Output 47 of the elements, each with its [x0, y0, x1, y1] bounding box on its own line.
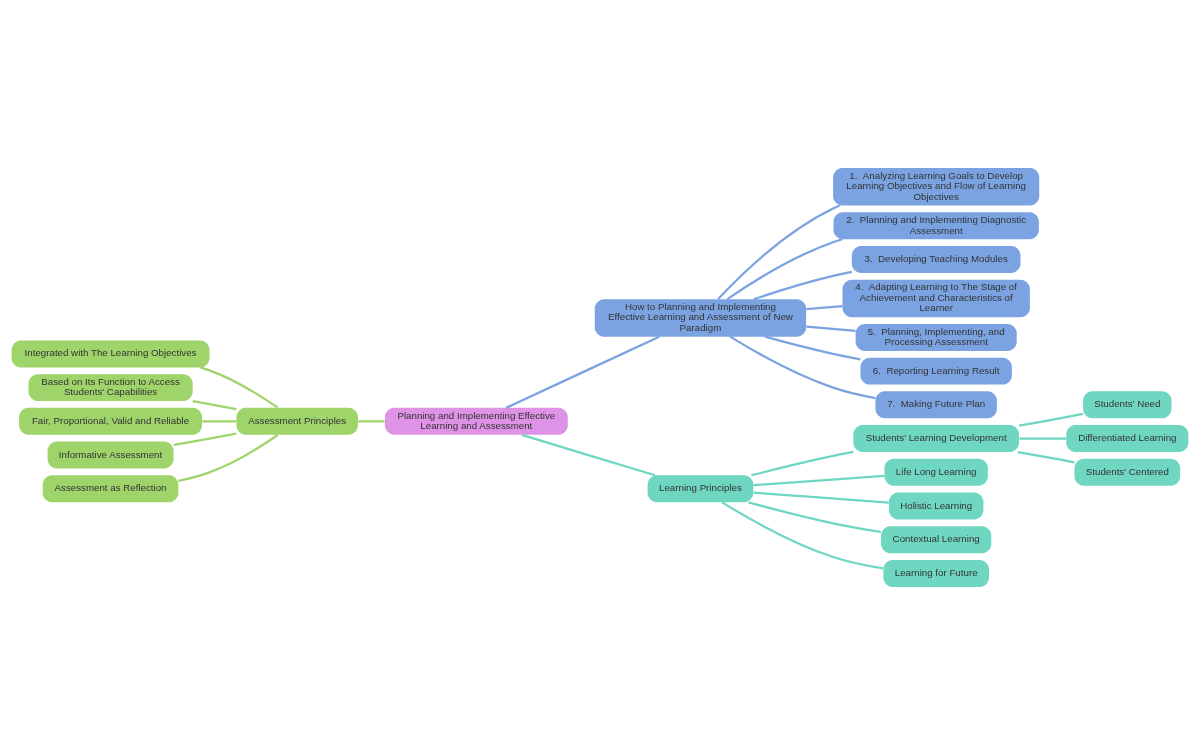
connector: [521, 433, 656, 476]
node-box: Learning for Future: [883, 559, 989, 587]
node-box: Planning and Implementing Effective Learning and Assessment: [384, 407, 568, 435]
node-box: 2. Planning and Implementing Diagnostic Assessment: [833, 211, 1039, 239]
node-box: Differentiated Learning: [1066, 424, 1189, 452]
connector: [751, 450, 854, 476]
node-box: Informative Assessment: [47, 441, 174, 469]
node-box: Fair, Proportional, Valid and Reliable: [19, 407, 202, 435]
connector: [748, 500, 881, 533]
node-box: Assessment as Reflection: [42, 474, 179, 502]
node-box: Assessment Principles: [236, 407, 358, 435]
connector: [726, 237, 843, 300]
connector: [1017, 450, 1075, 463]
connector: [358, 419, 385, 422]
connector: [505, 335, 660, 409]
node-box: Learning Principles: [647, 474, 754, 502]
connector: [202, 419, 237, 422]
node-box: How to Planning and Implementing Effective Learning and Assessment of New Paradigm: [594, 298, 807, 337]
connector: [173, 431, 237, 446]
node-box: 3. Developing Teaching Modules: [851, 245, 1021, 273]
node-box: Holistic Learning: [888, 492, 984, 520]
connector: [753, 474, 885, 486]
connector: [729, 335, 876, 399]
connector: [806, 304, 843, 310]
connector: [753, 491, 889, 504]
connector: [764, 335, 861, 360]
connector: [721, 500, 884, 569]
node-box: 5. Planning, Implementing, and Processing Assessment: [855, 323, 1017, 351]
connector: [200, 365, 279, 409]
node-box: Life Long Learning: [884, 458, 988, 486]
connector: [806, 325, 856, 332]
connector: [1019, 436, 1066, 440]
connector: [192, 399, 237, 410]
connector: [178, 433, 279, 482]
connector: [717, 204, 841, 300]
connector: [1018, 412, 1084, 427]
node-box: 1. Analyzing Learning Goals to Develop Learning Objectives and Flow of Learning Objectives: [833, 167, 1040, 205]
node-box: Students' Need: [1083, 390, 1172, 418]
node-box: 6. Reporting Learning Result: [860, 357, 1012, 385]
node-box: Students' Centered: [1074, 458, 1181, 486]
connector: [753, 270, 852, 300]
node-box: Integrated with The Learning Objectives: [11, 339, 210, 367]
node-box: 7. Making Future Plan: [875, 390, 997, 418]
node-box: Based on Its Function to Access Students' Capabilities: [28, 373, 193, 401]
node-box: Contextual Learning: [881, 525, 992, 553]
node-box: 4. Adapting Learning to The Stage of Achievement and Characteristics of Learner: [842, 279, 1030, 317]
node-box: Students' Learning Development: [853, 424, 1019, 452]
